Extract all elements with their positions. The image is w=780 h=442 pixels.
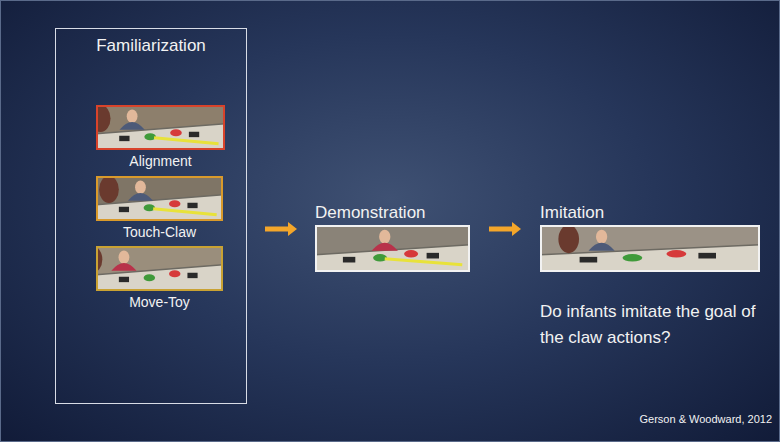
body bbox=[111, 263, 136, 271]
pad bbox=[119, 136, 129, 141]
panel-label: Move-Toy bbox=[96, 294, 223, 310]
image-panel: Alignment bbox=[96, 105, 225, 169]
green-toy bbox=[144, 274, 155, 281]
pad bbox=[580, 257, 598, 263]
red-toy bbox=[169, 270, 180, 277]
panel-label: Touch-Claw bbox=[96, 224, 223, 240]
panel-label: Demonstration bbox=[315, 203, 470, 223]
pad bbox=[698, 253, 716, 259]
photo-border bbox=[97, 106, 224, 149]
green-toy bbox=[623, 254, 643, 262]
red-toy bbox=[170, 129, 182, 136]
red-toy bbox=[404, 250, 418, 258]
head bbox=[135, 181, 146, 195]
pad bbox=[343, 257, 355, 263]
arrow-shaft bbox=[489, 227, 513, 232]
head bbox=[127, 110, 138, 124]
head bbox=[379, 230, 390, 244]
claw-tool bbox=[385, 259, 463, 265]
photo bbox=[96, 176, 223, 221]
table-edge bbox=[96, 124, 225, 134]
red-toy bbox=[667, 250, 687, 258]
pad bbox=[119, 207, 129, 212]
arrowhead bbox=[512, 222, 521, 236]
photo-border bbox=[97, 177, 222, 220]
pad bbox=[427, 253, 439, 259]
pad bbox=[119, 277, 129, 282]
panel-label: Imitation bbox=[540, 203, 760, 223]
image-panel: Touch-Claw bbox=[96, 176, 223, 240]
body bbox=[120, 122, 145, 130]
table bbox=[96, 124, 225, 150]
adult-behind bbox=[96, 105, 111, 132]
citation: Gerson & Woodward, 2012 bbox=[560, 412, 772, 426]
head bbox=[119, 251, 130, 265]
photo-border bbox=[97, 247, 222, 290]
block-arrow bbox=[265, 222, 297, 236]
image-panel: Imitation bbox=[540, 203, 760, 272]
photo-background bbox=[315, 225, 470, 272]
body bbox=[128, 193, 153, 201]
red-toy bbox=[169, 200, 180, 207]
group-box: FamiliarizationAlignmentTouch-ClawMove-T… bbox=[55, 28, 247, 404]
block-arrow bbox=[489, 222, 521, 236]
pad bbox=[187, 273, 197, 278]
photo bbox=[540, 225, 760, 272]
photo-border bbox=[541, 226, 759, 271]
photo-background bbox=[96, 105, 225, 150]
question-text: Do infants imitate the goal of the claw … bbox=[540, 299, 772, 351]
adult-behind bbox=[99, 176, 119, 203]
photo bbox=[96, 105, 225, 150]
group-title: Familiarization bbox=[56, 36, 246, 56]
photo bbox=[315, 225, 470, 272]
photo bbox=[96, 246, 223, 291]
image-panel: Move-Toy bbox=[96, 246, 223, 310]
panel-label: Alignment bbox=[96, 153, 225, 169]
arrowhead bbox=[288, 222, 297, 236]
head bbox=[596, 230, 607, 244]
pad bbox=[189, 132, 199, 137]
photo-border bbox=[316, 226, 469, 271]
body bbox=[588, 243, 614, 251]
photo-background bbox=[96, 246, 223, 291]
arrow-shaft bbox=[265, 227, 289, 232]
image-panel: Demonstration bbox=[315, 203, 470, 272]
claw-tool bbox=[154, 138, 219, 144]
adult-behind bbox=[558, 225, 579, 253]
body bbox=[372, 243, 398, 251]
photo-background bbox=[540, 225, 760, 272]
pad bbox=[187, 203, 197, 208]
claw-tool bbox=[153, 209, 217, 215]
photo-background bbox=[96, 176, 223, 221]
